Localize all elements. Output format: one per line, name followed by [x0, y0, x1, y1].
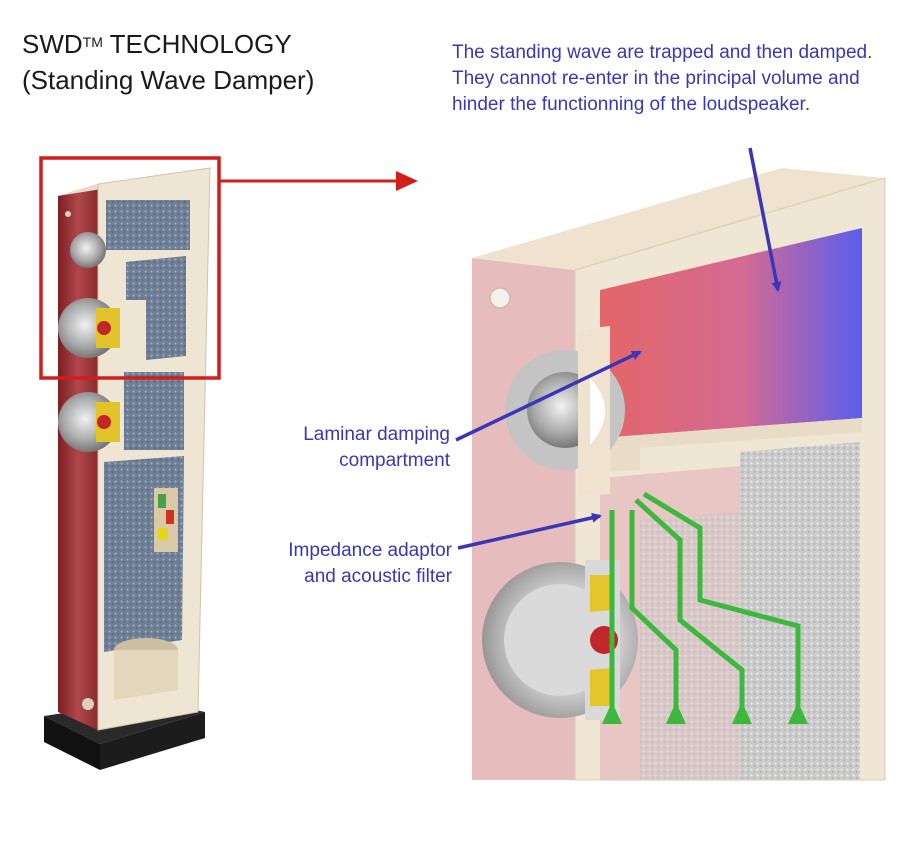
zoom-frame — [39, 156, 221, 380]
impedance-label-line-2: and acoustic filter — [304, 566, 452, 587]
zoomed-cutaway — [472, 168, 886, 781]
title-prefix: SWD — [22, 29, 83, 59]
title-suffix: TECHNOLOGY — [102, 29, 292, 59]
laminar-label-line-1: Laminar damping — [303, 424, 450, 445]
impedance-label-line-1: Impedance adaptor — [288, 540, 452, 561]
zoom-arrow-head — [396, 171, 418, 191]
tower-speaker — [44, 167, 211, 770]
title-line-2: (Standing Wave Damper) — [22, 65, 315, 95]
impedance-callout: Impedance adaptor and acoustic filter — [240, 538, 452, 590]
trademark-mark: TM — [82, 34, 103, 50]
laminar-callout: Laminar damping compartment — [240, 422, 450, 474]
laminar-label-line-2: compartment — [339, 450, 450, 471]
arrow-laminar — [455, 350, 642, 442]
title-line-1: SWDTM TECHNOLOGY — [22, 28, 292, 60]
arrow-standing-wave — [748, 147, 782, 292]
standing-wave-description: The standing wave are trapped and then d… — [452, 42, 873, 115]
arrow-impedance — [457, 512, 602, 550]
